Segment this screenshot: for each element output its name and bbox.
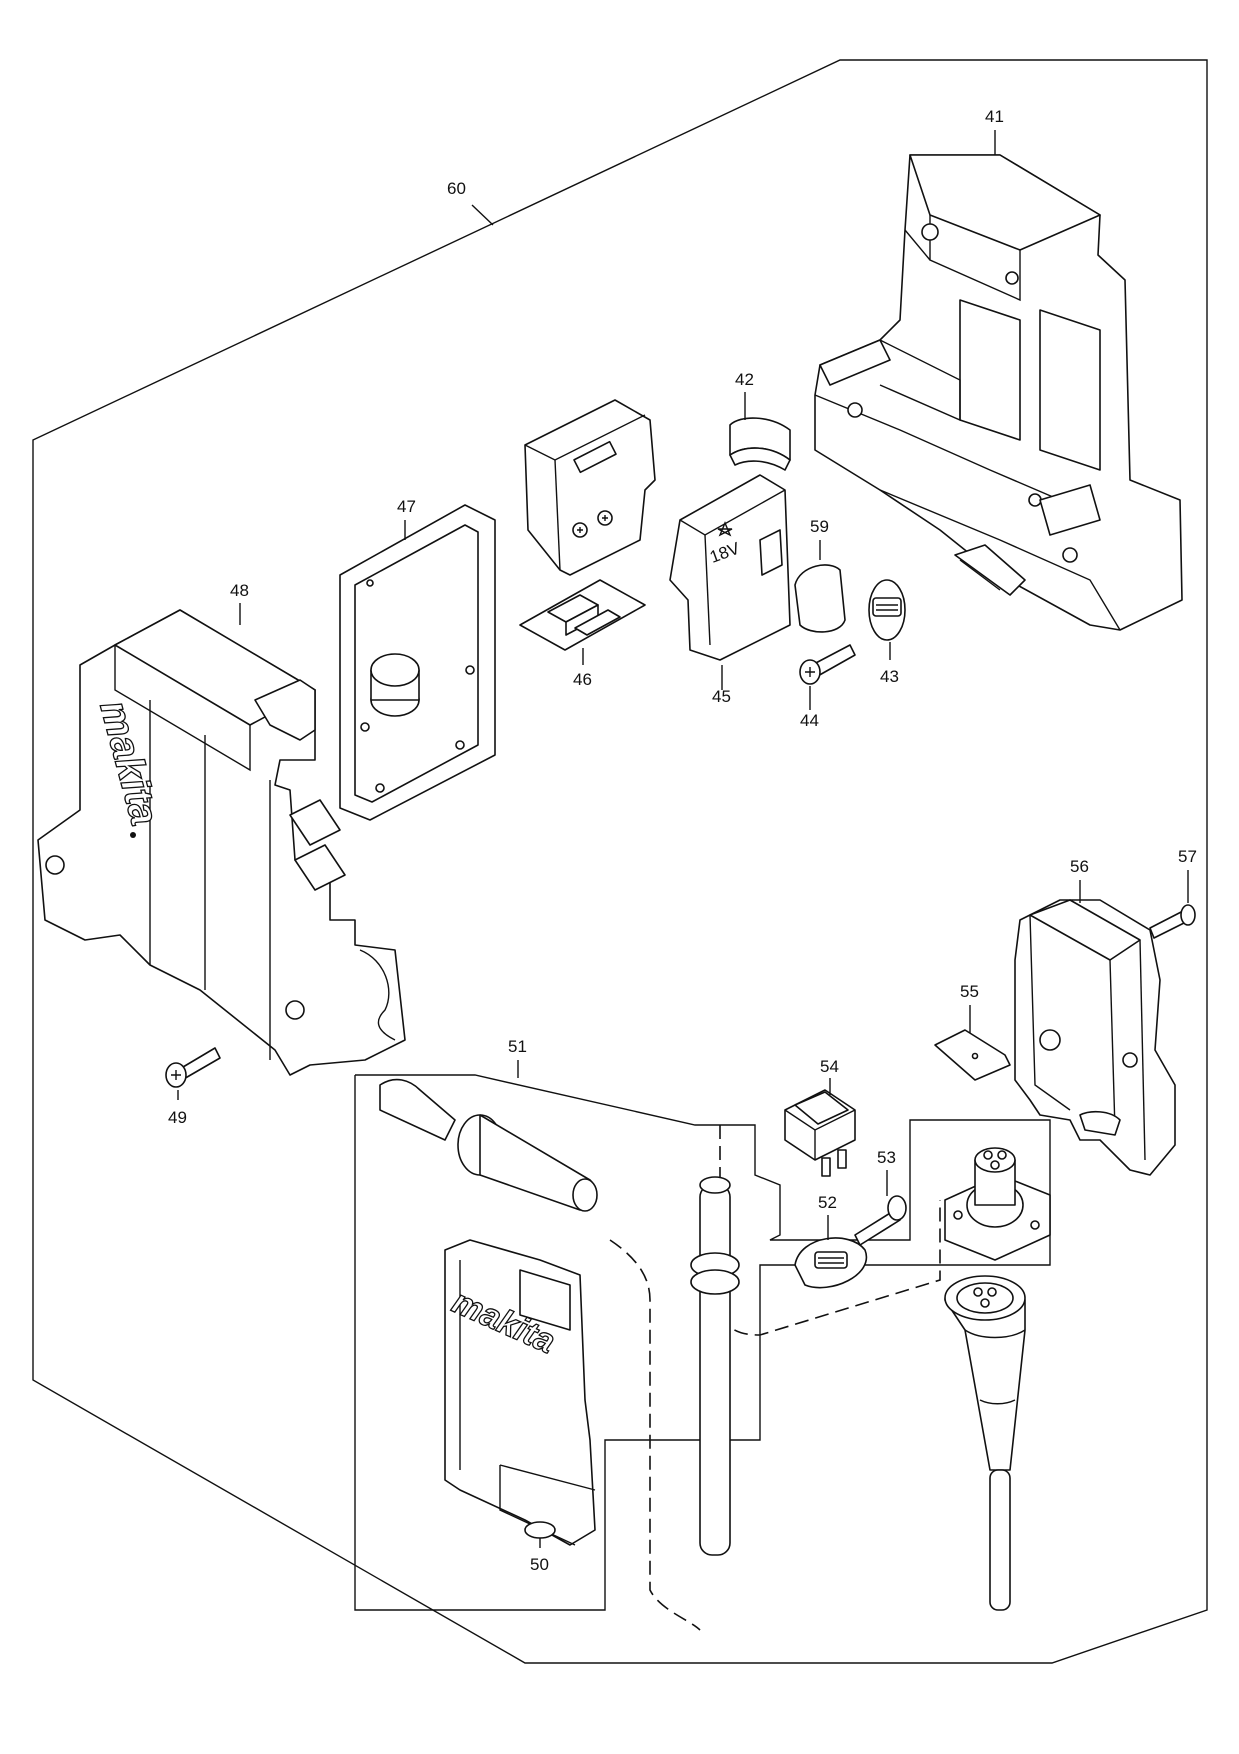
leader-60 [471,204,494,226]
terminal-block-part [524,399,656,576]
label-59: 59 [810,517,829,536]
plug-part [944,1275,1026,1611]
label-45: 45 [712,687,731,706]
label-51: 51 [508,1037,527,1056]
cord-set-boundary [354,1074,1051,1611]
receptacle-part [944,1147,1051,1261]
grommet-part-52 [794,1237,868,1289]
label-50: 50 [530,1555,549,1574]
plate-part-55 [934,1029,1011,1081]
pad-part [794,564,846,633]
label-52: 52 [818,1193,837,1212]
side-housing-part: makita [37,609,406,1076]
callout-labels: 60 41 42 47 59 48 46 45 43 44 57 56 55 5… [168,107,1197,1574]
cover-plate-part [339,504,496,821]
label-57: 57 [1178,847,1197,866]
label-49: 49 [168,1108,187,1127]
label-42: 42 [735,370,754,389]
spring-clip-part [729,417,791,471]
label-46: 46 [573,670,592,689]
battery-adapter-part: makita [444,1239,596,1546]
cable-part [690,1176,740,1556]
connector-housing-part [1014,899,1176,1176]
screw-part-44 [799,644,856,685]
label-54: 54 [820,1057,839,1076]
label-43: 43 [880,667,899,686]
label-48: 48 [230,581,249,600]
grommet-part-43 [868,579,906,641]
screw-part-53 [854,1195,907,1246]
cord-end-part [379,1078,598,1212]
housing-frame-part [814,154,1183,631]
label-53: 53 [877,1148,896,1167]
switch-part [784,1089,856,1177]
label-56: 56 [1070,857,1089,876]
label-44: 44 [800,711,819,730]
label-47: 47 [397,497,416,516]
label-41: 41 [985,107,1004,126]
terminal-holder-part: 18V [669,474,791,661]
screw-part-49 [165,1047,221,1088]
screw-part-57 [1149,904,1196,939]
label-55: 55 [960,982,979,1001]
label-60: 60 [447,179,466,198]
clip-part [954,544,1026,596]
assembly-boundary [32,59,1208,1664]
circuit-board-part [519,579,646,651]
